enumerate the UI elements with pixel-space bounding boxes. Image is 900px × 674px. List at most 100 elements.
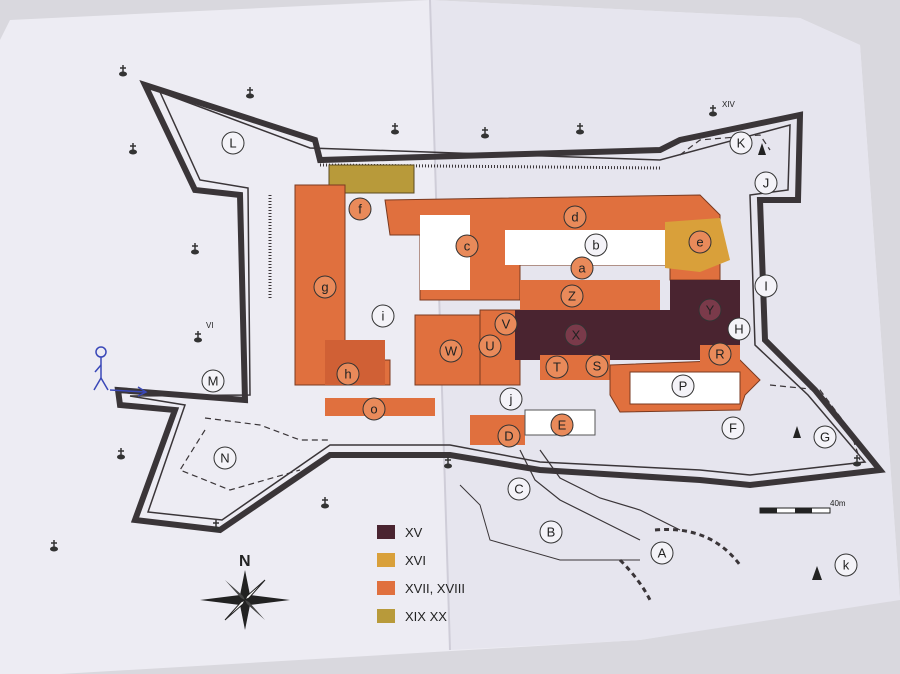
legend-label: XV (405, 525, 423, 540)
site-label-text: X (572, 328, 581, 343)
compass-north-label: N (239, 553, 251, 570)
site-label-text: B (547, 525, 556, 540)
site-label-j: j (499, 387, 523, 411)
site-label-text: G (820, 430, 830, 445)
site-label-text: C (514, 482, 523, 497)
site-label-A: A (650, 541, 674, 565)
site-label-text: E (558, 418, 567, 433)
site-label-text: N (220, 451, 229, 466)
site-label-text: I (764, 279, 768, 294)
site-label-P: P (671, 374, 695, 398)
legend-label: XVI (405, 553, 426, 568)
site-label-G: G (813, 425, 837, 449)
site-label-text: f (358, 202, 362, 217)
site-label-text: P (679, 379, 688, 394)
site-label-Z: Z (560, 284, 584, 308)
cross-icon (444, 457, 452, 469)
site-label-text: M (208, 374, 219, 389)
site-label-d: d (563, 205, 587, 229)
buildings (294, 164, 761, 445)
legend-label: XVII, XVIII (405, 581, 465, 596)
approach-road (459, 449, 742, 601)
site-label-T: T (545, 355, 569, 379)
site-label-text: T (553, 360, 561, 375)
cross-icon (481, 127, 489, 139)
site-label-b: b (584, 233, 608, 257)
site-label-text: H (734, 322, 743, 337)
roman-mark-xiv: XIV (722, 100, 736, 109)
site-label-c: c (455, 234, 479, 258)
site-label-J: J (754, 171, 778, 195)
site-label-text: d (571, 210, 578, 225)
cross-icon (129, 143, 137, 155)
site-label-text: k (843, 558, 850, 573)
cross-icon (50, 540, 58, 552)
site-label-H: H (727, 317, 751, 341)
site-label-f: f (348, 197, 372, 221)
cross-icon (853, 455, 861, 467)
site-label-e: e (688, 230, 712, 254)
site-label-E: E (550, 413, 574, 437)
site-label-h: h (336, 362, 360, 386)
cross-icon (212, 520, 220, 532)
cross-icon (119, 65, 127, 77)
site-labels: L K J F G N M A B C D E P RH I S T UV W X Y Zab c d e f g h i j k o (201, 131, 858, 577)
site-label-text: K (737, 136, 746, 151)
site-label-g: g (313, 275, 337, 299)
tower-icon (758, 143, 822, 580)
site-label-text: Y (706, 303, 715, 318)
site-label-i: i (371, 304, 395, 328)
site-label-text: h (344, 367, 351, 382)
site-label-I: I (754, 274, 778, 298)
cross-icon (576, 123, 584, 135)
site-label-text: F (729, 421, 737, 436)
site-label-text: S (593, 359, 602, 374)
site-label-N: N (213, 446, 237, 470)
cross-markers (50, 65, 861, 552)
scale-bar: 40m (759, 499, 846, 514)
legend-label: XIX XX (405, 609, 447, 624)
site-label-text: b (592, 238, 599, 253)
site-label-K: K (729, 131, 753, 155)
site-label-Y: Y (698, 298, 722, 322)
site-label-D: D (497, 424, 521, 448)
site-label-text: R (715, 347, 724, 362)
site-label-text: W (445, 344, 458, 359)
cross-icon (391, 123, 399, 135)
cross-icon (246, 87, 254, 99)
site-label-text: V (502, 317, 511, 332)
legend: XV XVI XVII, XVIII XIX XX (377, 525, 465, 624)
legend-swatch (377, 525, 395, 539)
cross-icon (321, 497, 329, 509)
site-label-text: o (370, 402, 377, 417)
site-label-a: a (570, 256, 594, 280)
site-label-text: A (658, 546, 667, 561)
site-label-U: U (478, 334, 502, 358)
site-label-M: M (201, 369, 225, 393)
site-label-text: i (382, 309, 385, 324)
compass-rose: N (200, 553, 290, 630)
legend-swatch (377, 553, 395, 567)
site-label-text: L (229, 136, 236, 151)
site-label-k: k (834, 553, 858, 577)
site-label-text: Z (568, 289, 576, 304)
site-label-o: o (362, 397, 386, 421)
legend-swatch (377, 609, 395, 623)
site-label-S: S (585, 354, 609, 378)
site-label-text: a (578, 261, 586, 276)
site-label-text: j (509, 392, 513, 407)
site-label-V: V (494, 312, 518, 336)
site-label-X: X (564, 323, 588, 347)
site-label-text: U (485, 339, 494, 354)
roman-mark-vi: VI (206, 321, 214, 330)
site-label-text: g (321, 280, 328, 295)
stick-figure-annotation (93, 346, 148, 397)
site-label-text: e (696, 235, 703, 250)
scale-label: 40m (830, 499, 846, 508)
site-label-C: C (507, 477, 531, 501)
cross-icon (191, 243, 199, 255)
cross-icon (194, 331, 202, 343)
site-label-text: J (763, 176, 770, 191)
site-label-W: W (439, 339, 463, 363)
